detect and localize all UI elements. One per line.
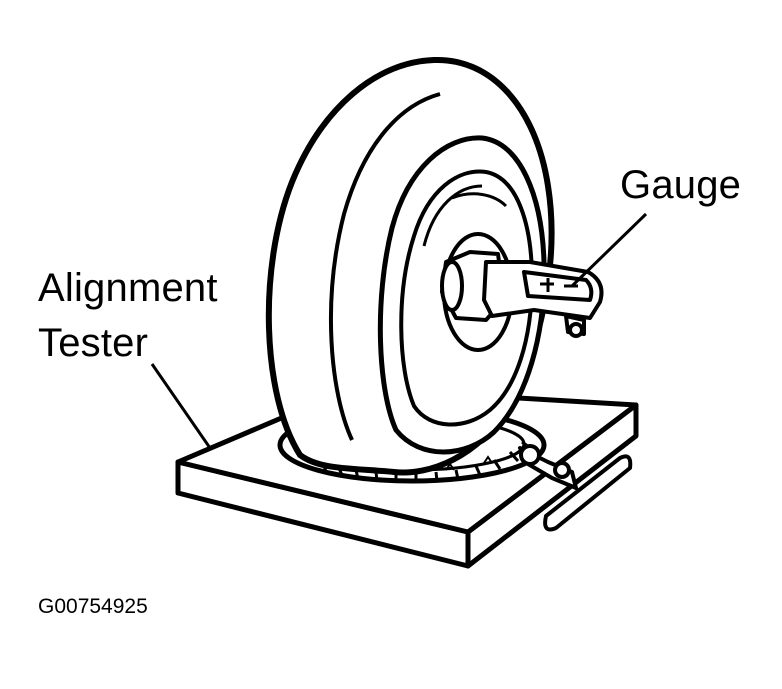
gauge-leader-line [572, 214, 646, 286]
figure-id: G00754925 [38, 595, 148, 618]
hub-gauge [442, 252, 602, 336]
tester-leader-line [152, 364, 210, 448]
alignment-tester-label-line1: Alignment [38, 266, 218, 310]
leader-lines [152, 214, 646, 448]
gauge-label: Gauge [620, 163, 742, 207]
alignment-tester-label-line2: Tester [38, 321, 149, 365]
turntable-lock-lever [520, 446, 630, 530]
